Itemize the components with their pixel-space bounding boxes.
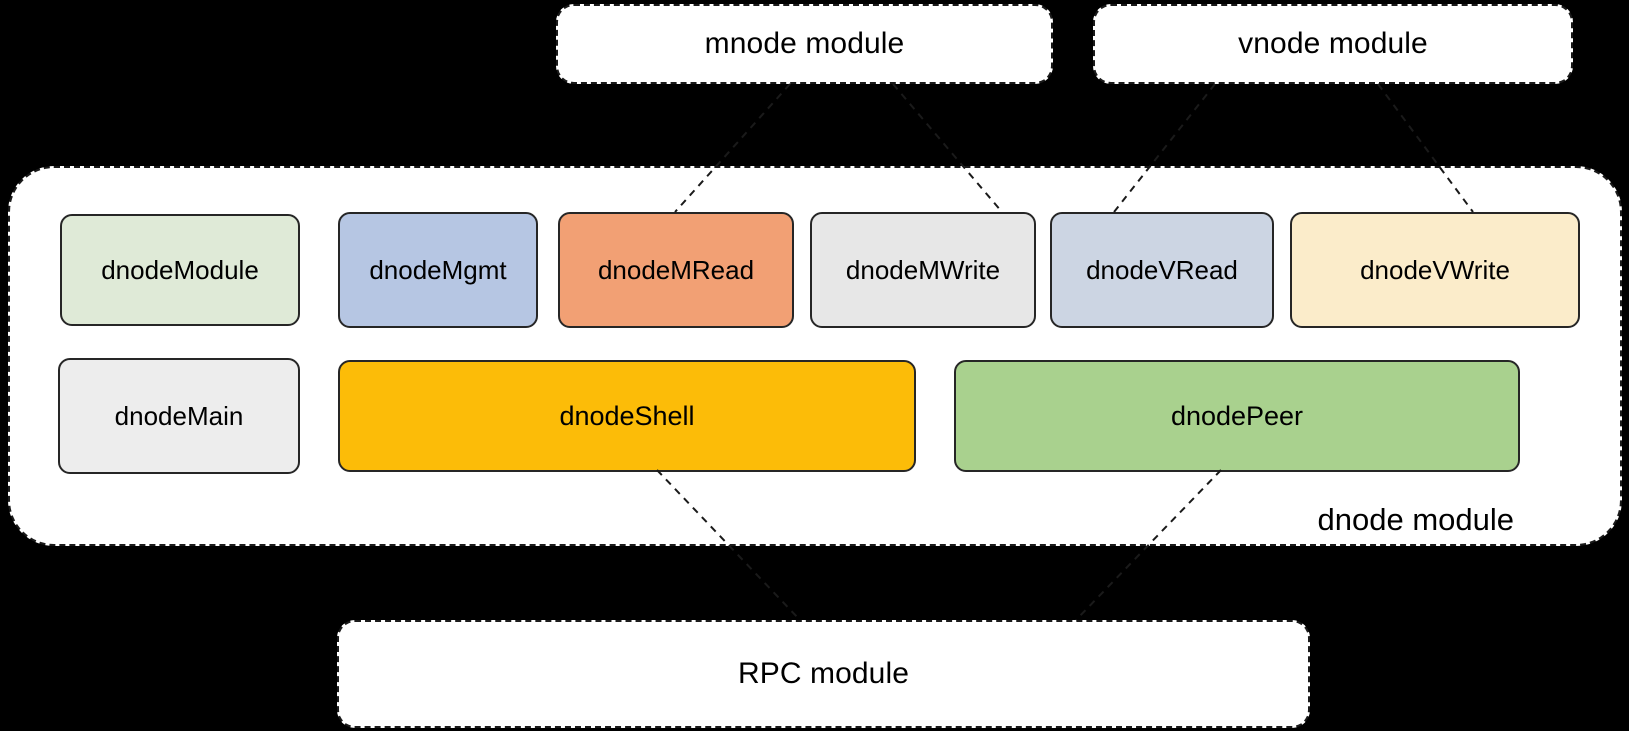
- node-box-dnodeVRead: dnodeVRead: [1050, 212, 1274, 328]
- node-label-dnodeShell: dnodeShell: [559, 400, 695, 431]
- node-label-dnodeMRead: dnodeMRead: [597, 254, 755, 285]
- node-label-dnodeMgmt: dnodeMgmt: [369, 254, 507, 285]
- dnode-module-label: dnode module: [1317, 502, 1515, 537]
- rpc-module-box: RPC module: [337, 620, 1310, 728]
- dnode-module-container: dnodeModule dnodeMgmt dnodeMRead dnodeMW…: [8, 166, 1622, 546]
- node-box-dnodeShell: dnodeShell: [338, 360, 916, 472]
- node-box-dnodeMgmt: dnodeMgmt: [338, 212, 538, 328]
- node-label-dnodeMain: dnodeMain: [114, 400, 244, 431]
- node-box-dnodeMain: dnodeMain: [58, 358, 300, 474]
- node-label-dnodeVWrite: dnodeVWrite: [1360, 254, 1510, 285]
- node-label-dnodeMWrite: dnodeMWrite: [845, 254, 1001, 285]
- node-box-dnodePeer: dnodePeer: [954, 360, 1520, 472]
- node-box-dnodeMRead: dnodeMRead: [558, 212, 794, 328]
- mnode-module-box: mnode module: [556, 4, 1053, 84]
- vnode-module-box: vnode module: [1093, 4, 1573, 84]
- rpc-module-label: RPC module: [737, 657, 910, 690]
- vnode-module-label: vnode module: [1238, 27, 1428, 60]
- mnode-module-label: mnode module: [704, 27, 905, 60]
- node-box-dnodeVWrite: dnodeVWrite: [1290, 212, 1580, 328]
- node-box-dnodeModule: dnodeModule: [60, 214, 300, 326]
- node-label-dnodeModule: dnodeModule: [101, 254, 259, 285]
- node-box-dnodeMWrite: dnodeMWrite: [810, 212, 1036, 328]
- node-label-dnodeVRead: dnodeVRead: [1086, 254, 1238, 285]
- node-label-dnodePeer: dnodePeer: [1170, 400, 1304, 431]
